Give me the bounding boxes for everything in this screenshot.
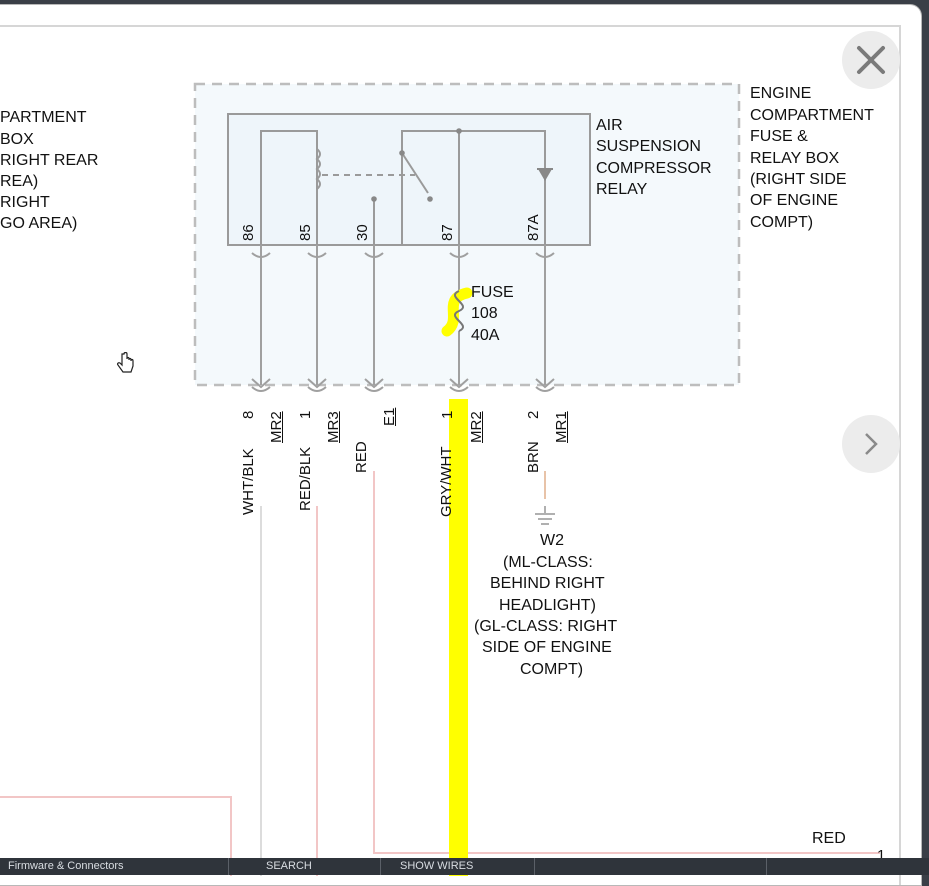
bottom-toolbar: Firmware & Connectors SEARCH SHOW WIRES <box>0 858 929 875</box>
left-location-line-1: PARTMENT <box>0 109 87 126</box>
pin-85: 85 <box>297 224 314 241</box>
connector-pin: 8 <box>240 410 257 419</box>
fuse-box-line-2: COMPARTMENT <box>750 107 874 124</box>
left-location-line-2: BOX <box>0 131 34 148</box>
ground-location-line-4: (GL-CLASS: RIGHT <box>474 618 618 635</box>
fuse-number: 108 <box>471 305 498 322</box>
toolbar-divider <box>766 858 767 875</box>
connector-pin: 1 <box>297 410 314 419</box>
wire-color-label: BRN <box>525 441 542 473</box>
fuse-box-line-3: FUSE & <box>750 128 808 145</box>
fuse-rating: 40A <box>471 327 500 344</box>
left-location-line-5: RIGHT <box>0 194 50 211</box>
chevron-right-icon <box>865 433 878 455</box>
left-location-line-6: GO AREA) <box>0 215 78 232</box>
fuse-box-line-1: ENGINE <box>750 85 812 102</box>
wiring-diagram <box>0 82 880 876</box>
ground-location-line-2: BEHIND RIGHT <box>490 575 605 592</box>
ground-location-line-1: (ML-CLASS: <box>503 554 593 571</box>
hand-cursor-icon <box>117 352 134 373</box>
relay-name-line-2: SUSPENSION <box>596 138 701 155</box>
fuse-box-line-5: (RIGHT SIDE <box>750 171 847 188</box>
diagram-frame <box>0 25 901 885</box>
close-icon <box>857 46 885 74</box>
connector-id-link[interactable]: MR2 <box>468 411 485 443</box>
toolbar-divider <box>228 858 229 875</box>
pin-86: 86 <box>240 224 257 241</box>
ground-name[interactable]: W2 <box>540 532 564 549</box>
fuse-box-line-6: OF ENGINE <box>750 192 839 209</box>
fuse-box-line-7: COMPT) <box>750 214 814 231</box>
highlighted-wire <box>449 399 468 876</box>
toolbar-divider <box>380 858 381 875</box>
next-page-button[interactable] <box>842 415 900 473</box>
connector-id-link[interactable]: MR1 <box>553 411 570 443</box>
wire-color-label: RED <box>353 441 370 473</box>
ground-location-line-6: COMPT) <box>520 661 584 678</box>
toolbar-divider <box>534 858 535 875</box>
bottom-wire-pin: 1 <box>877 847 886 864</box>
ground-location-line-5: SIDE OF ENGINE <box>482 639 612 656</box>
connector-pin: 1 <box>439 410 456 419</box>
relay-name-line-4: RELAY <box>596 181 648 198</box>
wire-color-label: RED/BLK <box>297 446 314 511</box>
fuse-label[interactable]: FUSE <box>471 284 514 301</box>
ground-symbol <box>535 506 555 525</box>
connector-id-link[interactable]: E1 <box>381 407 398 426</box>
ground-location-line-3: HEADLIGHT) <box>499 597 596 614</box>
relay-box <box>227 113 591 246</box>
left-location-line-4: REA) <box>0 173 39 190</box>
connector-id-link[interactable]: MR3 <box>325 411 342 443</box>
bottom-wire-color: RED <box>812 830 846 847</box>
fuse-highlight <box>441 287 473 337</box>
fuse-box-line-4: RELAY BOX <box>750 150 840 167</box>
left-location-line-3: RIGHT REAR <box>0 152 99 169</box>
pin-87: 87 <box>439 224 456 241</box>
fuse-symbol <box>454 290 464 332</box>
toolbar-title[interactable]: Firmware & Connectors <box>8 860 124 872</box>
connector-id-link[interactable]: MR2 <box>268 411 285 443</box>
wire-color-label: WHT/BLK <box>240 448 257 515</box>
pin-87a: 87A <box>525 214 542 241</box>
connector-pin: 2 <box>525 410 542 419</box>
close-button[interactable] <box>842 31 900 89</box>
wiring-diagram-modal: PARTMENT BOX RIGHT REAR REA) RIGHT GO AR… <box>0 4 922 886</box>
wire-color-label: GRY/WHT <box>438 446 455 517</box>
show-wires-button[interactable]: SHOW WIRES <box>400 860 474 872</box>
pin-30: 30 <box>354 224 371 241</box>
search-button[interactable]: SEARCH <box>266 860 312 872</box>
relay-name-line-3: COMPRESSOR <box>596 160 712 177</box>
relay-name-line-1: AIR <box>596 117 623 134</box>
